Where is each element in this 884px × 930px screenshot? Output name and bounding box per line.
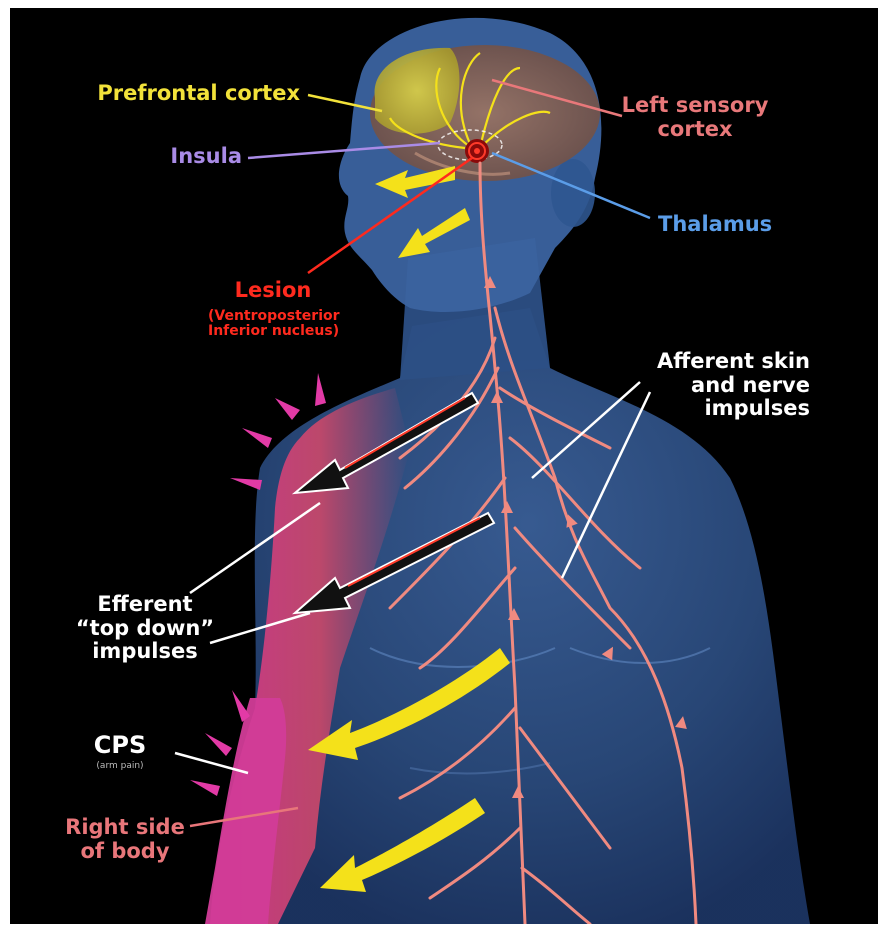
- label-prefrontal-cortex: Prefrontal cortex: [70, 82, 300, 106]
- label-insula: Insula: [130, 145, 242, 169]
- label-left-sensory-cortex: Left sensory cortex: [600, 94, 790, 141]
- label-prefrontal-cortex-text: Prefrontal cortex: [97, 81, 300, 105]
- label-afferent-line-1: Afferent skin: [610, 350, 810, 374]
- brain: [370, 45, 600, 181]
- illustration-frame: Prefrontal cortex Insula Left sensory co…: [10, 8, 878, 924]
- label-afferent-impulses: Afferent skin and nerve impulses: [610, 350, 810, 421]
- label-lesion-sub-line-1: (Ventroposterior: [208, 309, 338, 325]
- label-efferent-line-2: “top down”: [70, 617, 220, 641]
- label-afferent-line-3: impulses: [610, 397, 810, 421]
- label-thalamus-text: Thalamus: [658, 212, 772, 236]
- label-right-side-line-2: of body: [60, 840, 190, 864]
- label-efferent-line-1: Efferent: [70, 593, 220, 617]
- label-cps-sub: (arm pain): [70, 761, 170, 771]
- label-lesion: Lesion (Ventroposterior Inferior nucleus…: [208, 279, 338, 340]
- label-right-side-of-body: Right side of body: [60, 816, 190, 863]
- label-left-sensory-line-2: cortex: [600, 118, 790, 142]
- label-thalamus: Thalamus: [658, 213, 798, 237]
- label-efferent-impulses: Efferent “top down” impulses: [70, 593, 220, 664]
- label-left-sensory-line-1: Left sensory: [600, 94, 790, 118]
- label-right-side-line-1: Right side: [60, 816, 190, 840]
- label-insula-text: Insula: [170, 144, 242, 168]
- label-cps: CPS (arm pain): [70, 732, 170, 771]
- label-lesion-text: Lesion: [208, 279, 338, 303]
- label-efferent-line-3: impulses: [70, 640, 220, 664]
- label-afferent-line-2: and nerve: [610, 374, 810, 398]
- label-lesion-sub-line-2: Inferior nucleus): [208, 324, 338, 340]
- label-cps-text: CPS: [70, 732, 170, 759]
